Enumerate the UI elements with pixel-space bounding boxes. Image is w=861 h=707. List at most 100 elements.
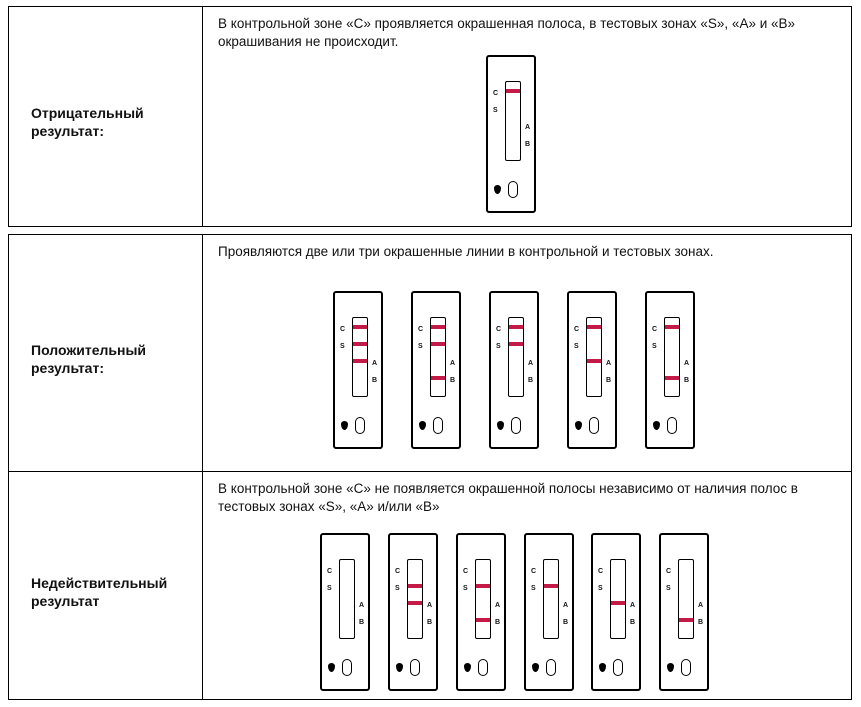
band-c (353, 325, 367, 329)
band-b (431, 376, 445, 380)
sample-drop-icon (464, 663, 471, 672)
zone-letter-a: A (528, 360, 534, 367)
zone-letter-s: S (463, 585, 468, 592)
test-cassette: C S A B (486, 55, 536, 213)
positive-result-label: Положительный результат: (31, 342, 147, 376)
zone-letter-a: A (372, 360, 378, 367)
sample-well (681, 659, 691, 676)
zone-letter-s: S (418, 343, 423, 350)
zone-letter-c: C (463, 568, 469, 575)
sample-well (613, 659, 623, 676)
invalid-result-label: Недействительный результат (31, 575, 168, 609)
result-window (352, 317, 368, 397)
zone-letter-c: C (531, 568, 537, 575)
zone-letter-a: A (450, 360, 456, 367)
result-window (586, 317, 602, 397)
sample-drop-icon (396, 663, 403, 672)
sample-well (478, 659, 488, 676)
band-c (665, 325, 679, 329)
sample-drop-icon (667, 663, 674, 672)
zone-letter-b: B (359, 619, 365, 626)
zone-letter-b: B (372, 377, 378, 384)
sample-well (511, 417, 521, 434)
invalid-result-description: В контрольной зоне «С» не появляется окр… (218, 481, 798, 514)
zone-letter-a: A (525, 124, 531, 131)
negative-result-label: Отрицательный результат: (31, 105, 144, 139)
invalid-result-label-cell: Недействительный результат (9, 472, 203, 699)
band-s (353, 342, 367, 346)
band-a (408, 601, 422, 605)
sample-drop-icon (599, 663, 606, 672)
zone-letter-b: B (684, 377, 690, 384)
result-window (664, 317, 680, 397)
zone-letter-c: C (598, 568, 604, 575)
result-window (475, 559, 491, 639)
zone-letter-b: B (528, 377, 534, 384)
band-c (506, 89, 520, 93)
zone-letter-b: B (450, 377, 456, 384)
zone-letter-c: C (574, 326, 580, 333)
result-window (407, 559, 423, 639)
sample-drop-icon (341, 421, 348, 430)
test-cassette: C S A B (645, 291, 695, 449)
zone-letter-a: A (563, 602, 569, 609)
band-s (431, 342, 445, 346)
zone-letter-c: C (340, 326, 346, 333)
band-s (544, 584, 558, 588)
zone-letter-c: C (493, 90, 499, 97)
zone-letter-s: S (395, 585, 400, 592)
zone-letter-a: A (698, 602, 704, 609)
band-a (611, 601, 625, 605)
zone-letter-s: S (327, 585, 332, 592)
zone-letter-s: S (340, 343, 345, 350)
zone-letter-c: C (418, 326, 424, 333)
zone-letter-s: S (493, 107, 498, 114)
zone-letter-a: A (684, 360, 690, 367)
band-s (476, 584, 490, 588)
zone-letter-b: B (427, 619, 433, 626)
sample-drop-icon (575, 421, 582, 430)
result-window (339, 559, 355, 639)
sample-drop-icon (497, 421, 504, 430)
sample-drop-icon (419, 421, 426, 430)
sample-drop-icon (494, 185, 501, 194)
zone-letter-a: A (630, 602, 636, 609)
negative-result-row: Отрицательный результат: В контрольной з… (8, 6, 852, 227)
zone-letter-s: S (531, 585, 536, 592)
result-window (543, 559, 559, 639)
positive-result-description: Проявляются две или три окрашенные линии… (218, 244, 714, 259)
band-c (509, 325, 523, 329)
positive-result-row: Положительный результат: Проявляются две… (8, 234, 852, 472)
zone-letter-c: C (666, 568, 672, 575)
sample-well (546, 659, 556, 676)
zone-letter-a: A (427, 602, 433, 609)
band-c (431, 325, 445, 329)
band-b (679, 618, 693, 622)
negative-result-description: В контрольной зоне «С» проявляется окраш… (218, 16, 796, 49)
positive-result-label-cell: Положительный результат: (9, 235, 203, 471)
sample-drop-icon (328, 663, 335, 672)
zone-letter-c: C (652, 326, 658, 333)
band-a (353, 359, 367, 363)
result-window (430, 317, 446, 397)
band-b (476, 618, 490, 622)
sample-well (589, 417, 599, 434)
band-b (665, 376, 679, 380)
zone-letter-s: S (598, 585, 603, 592)
sample-well (355, 417, 365, 434)
sample-drop-icon (532, 663, 539, 672)
zone-letter-b: B (525, 141, 531, 148)
zone-letter-a: A (495, 602, 501, 609)
zone-letter-a: A (606, 360, 612, 367)
sample-well (410, 659, 420, 676)
sample-well (667, 417, 677, 434)
sample-drop-icon (653, 421, 660, 430)
zone-letter-b: B (563, 619, 569, 626)
sample-well (342, 659, 352, 676)
zone-letter-s: S (652, 343, 657, 350)
band-a (587, 359, 601, 363)
result-window (610, 559, 626, 639)
